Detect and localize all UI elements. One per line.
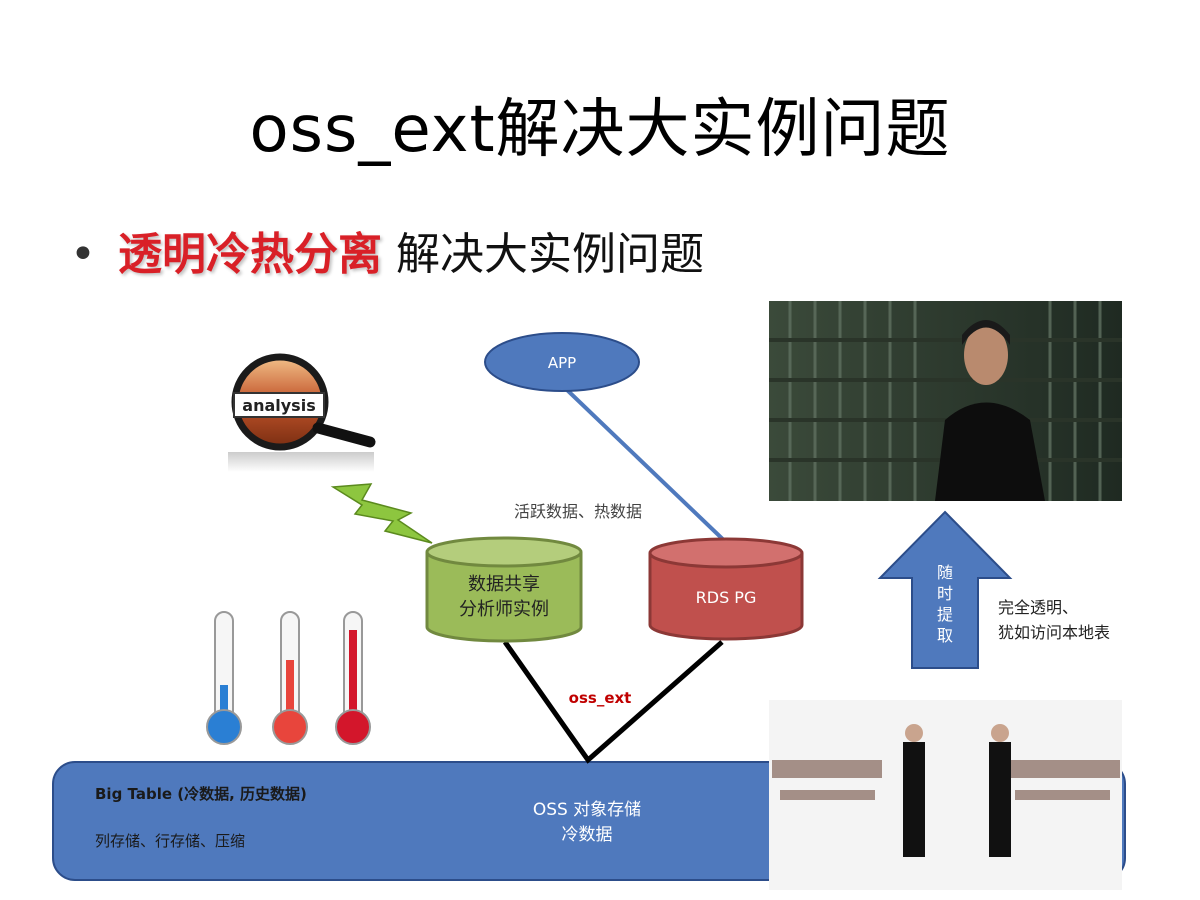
arrow-char-3: 提 <box>937 605 953 624</box>
arrow-char-1: 随 <box>937 563 953 582</box>
active-data-label: 活跃数据、热数据 <box>514 502 642 521</box>
bullet-point: • 透明冷热分离 解决大实例问题 <box>70 218 704 282</box>
oss-ext-label: oss_ext <box>569 689 632 707</box>
thermometer-warm-icon <box>272 611 308 745</box>
app-label: APP <box>548 354 576 372</box>
matrix-corridor-photo <box>769 700 1122 890</box>
bullet-dot: • <box>70 229 96 280</box>
bullet-highlight: 透明冷热分离 <box>117 229 382 280</box>
rds-pg-label: RDS PG <box>696 588 757 607</box>
matrix-movie-photo <box>769 301 1122 501</box>
rds-pg-db-cylinder <box>648 537 804 641</box>
analysis-label: analysis <box>242 396 315 415</box>
oss-storage-line1: OSS 对象存储 <box>533 800 641 820</box>
shared-db-line2: 分析师实例 <box>459 599 549 620</box>
big-table-desc: 列存储、行存储、压缩 <box>95 832 245 850</box>
transparent-line2: 犹如访问本地表 <box>998 623 1110 642</box>
arrow-char-4: 取 <box>937 626 953 645</box>
big-table-title: Big Table (冷数据, 历史数据) <box>95 785 307 803</box>
app-node <box>484 332 640 392</box>
oss-storage-line2: 冷数据 <box>562 825 613 845</box>
thermometer-cold-icon <box>206 611 242 745</box>
transparent-line1: 完全透明、 <box>998 598 1078 617</box>
bullet-text: 解决大实例问题 <box>381 229 704 280</box>
lightning-bolt-icon <box>330 483 433 544</box>
thermometer-hot-icon <box>335 611 371 745</box>
shared-analyst-db-cylinder <box>425 536 583 643</box>
oss-ext-connector <box>502 640 724 764</box>
app-rds-connector <box>563 386 734 550</box>
arrow-char-2: 时 <box>937 584 953 603</box>
retrieve-up-arrow-icon <box>877 510 1013 669</box>
shared-db-line1: 数据共享 <box>468 574 540 595</box>
analysis-magnifier-icon: analysis <box>228 352 376 472</box>
slide-title: oss_ext解决大实例问题 <box>249 93 951 167</box>
